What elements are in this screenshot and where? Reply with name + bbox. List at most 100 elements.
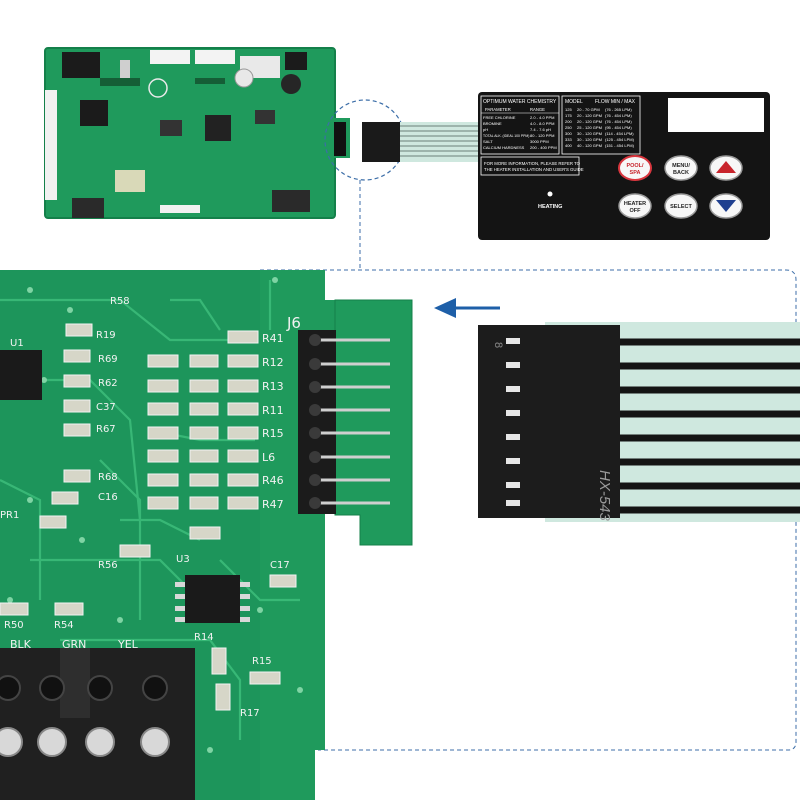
silk-label: R15 xyxy=(262,427,284,440)
lcd-display xyxy=(668,98,764,132)
connector-label-j6: J6 xyxy=(286,314,301,332)
pool-spa-label: SPA xyxy=(630,170,641,176)
chem-row-label: TOTAL ALK. (IDEAL 100 PPM) xyxy=(483,134,529,138)
model-row-model: 333 xyxy=(565,137,572,142)
heater-off-button[interactable]: HEATER OFF xyxy=(618,193,652,219)
silk-label: R56 xyxy=(98,560,118,571)
silk-label: PR1 xyxy=(0,510,19,521)
chem-row-label: pH xyxy=(483,127,488,132)
model-row-model: 175 xyxy=(565,113,572,118)
j6-header xyxy=(298,330,390,514)
chem-header-param: PARAMETER xyxy=(485,107,511,112)
silk-label: U1 xyxy=(10,338,24,349)
silk-label: R50 xyxy=(4,620,24,631)
silk-label: U3 xyxy=(176,554,190,565)
model-row-lpm: (76 - 454 LPM) xyxy=(605,113,632,118)
silk-label: R14 xyxy=(194,632,214,643)
terminal-block: BLK GRN YEL xyxy=(0,638,195,800)
model-row-gpm: 20 - 70 GPM xyxy=(577,107,600,112)
up-arrow-icon xyxy=(716,161,736,173)
silk-label: R11 xyxy=(262,404,284,417)
silk-label: R47 xyxy=(262,498,284,511)
menu-back-label: MENU/ xyxy=(672,163,690,169)
model-row-model: 125 xyxy=(565,107,572,112)
down-arrow-button[interactable] xyxy=(709,193,743,219)
control-board-zoom: R41 R12 R13 R11 R15 L6 R46 R47 J6 R58 R1… xyxy=(0,270,413,800)
pool-spa-label: POOL/ xyxy=(626,163,644,169)
control-panel-overlay: OPTIMUM WATER CHEMISTRY PARAMETER RANGE … xyxy=(478,92,770,240)
silk-label: R19 xyxy=(96,330,116,341)
ribbon-connector-zoom: 8 HX-543 xyxy=(478,322,800,522)
model-row-lpm: (76 - 454 LPM) xyxy=(605,119,632,124)
down-arrow-icon xyxy=(716,200,736,212)
up-arrow-button[interactable] xyxy=(709,155,743,181)
silk-label: R69 xyxy=(98,354,118,365)
chem-row-value: 200 - 400 PPM xyxy=(530,145,557,150)
silk-label: R17 xyxy=(240,708,260,719)
silk-label: C16 xyxy=(98,492,118,503)
menu-back-label: BACK xyxy=(673,170,689,176)
model-row-model: 400 xyxy=(565,143,572,148)
model-row-model: 300 xyxy=(565,131,572,136)
model-row-gpm: 20 - 120 GPM xyxy=(577,119,602,124)
model-header: MODEL xyxy=(565,99,583,105)
menu-back-button[interactable]: MENU/ BACK xyxy=(664,155,698,181)
silk-label: R67 xyxy=(96,424,116,435)
model-row-gpm: 40 - 120 GPM xyxy=(577,143,602,148)
ic-u3 xyxy=(185,575,240,623)
chem-row-value: 7.4 - 7.6 pH xyxy=(530,127,551,132)
heater-off-label: OFF xyxy=(630,208,642,214)
model-row-lpm: (114 - 454 LPM) xyxy=(605,131,634,136)
model-row-lpm: (151 - 454 LPM) xyxy=(605,143,635,148)
silk-label: C17 xyxy=(270,560,290,571)
model-row-lpm: (95 - 454 LPM) xyxy=(605,125,632,130)
heating-label: HEATING xyxy=(538,204,562,210)
silk-label: R15 xyxy=(252,656,272,667)
heater-off-label: HEATER xyxy=(624,201,646,207)
silk-label: R12 xyxy=(262,356,284,369)
silk-label: R62 xyxy=(98,378,118,389)
terminal-label: GRN xyxy=(62,638,86,651)
model-row-gpm: 30 - 120 GPM xyxy=(577,131,602,136)
flow-header: FLOW MIN / MAX xyxy=(595,99,636,105)
model-row-model: 200 xyxy=(565,119,572,124)
pin-number-label: 8 xyxy=(492,342,504,348)
control-board-small xyxy=(44,47,350,219)
chem-row-label: FREE CHLORINE xyxy=(483,115,516,120)
model-row-gpm: 20 - 120 GPM xyxy=(577,113,602,118)
model-row-gpm: 30 - 120 GPM xyxy=(577,137,602,142)
silk-label: R68 xyxy=(98,472,118,483)
ribbon-cable-small xyxy=(362,122,478,162)
heating-led xyxy=(547,191,553,197)
info-line-2: THE HEATER INSTALLATION AND USER'S GUIDE xyxy=(484,167,584,172)
silk-label: R13 xyxy=(262,380,284,393)
chem-row-label: BROMINE xyxy=(483,121,502,126)
chem-row-value: 4.0 - 8.0 PPM xyxy=(530,121,554,126)
connector-part-label: HX-543 xyxy=(596,470,613,522)
terminal-label: YEL xyxy=(117,638,139,651)
silk-label: R54 xyxy=(54,620,74,631)
silk-label: L6 xyxy=(262,451,275,464)
model-row-lpm: (125 - 454 LPM) xyxy=(605,137,635,142)
pool-spa-button[interactable]: POOL/ SPA xyxy=(618,155,652,181)
select-button[interactable]: SELECT xyxy=(664,193,698,219)
model-row-lpm: (76 - 265 LPM) xyxy=(605,107,632,112)
chem-row-value: 3000 PPM xyxy=(530,139,549,144)
chem-row-label: CALCIUM HARDNESS xyxy=(483,145,525,150)
insertion-arrow-icon xyxy=(434,298,500,318)
select-label: SELECT xyxy=(670,204,692,210)
silk-label: R41 xyxy=(262,332,284,345)
chem-row-value: 2.0 - 4.0 PPM xyxy=(530,115,554,120)
silk-label: R58 xyxy=(110,296,130,307)
chem-row-label: SALT xyxy=(483,139,493,144)
chem-header-range: RANGE xyxy=(530,107,545,112)
terminal-label: BLK xyxy=(10,638,32,651)
model-row-gpm: 25 - 120 GPM xyxy=(577,125,602,130)
silk-label: R46 xyxy=(262,474,284,487)
chem-row-value: 80 - 120 PPM xyxy=(530,133,554,138)
silk-label: C37 xyxy=(96,402,116,413)
model-row-model: 250 xyxy=(565,125,572,130)
chem-title: OPTIMUM WATER CHEMISTRY xyxy=(483,99,557,105)
info-line-1: FOR MORE INFORMATION, PLEASE REFER TO xyxy=(484,161,581,166)
